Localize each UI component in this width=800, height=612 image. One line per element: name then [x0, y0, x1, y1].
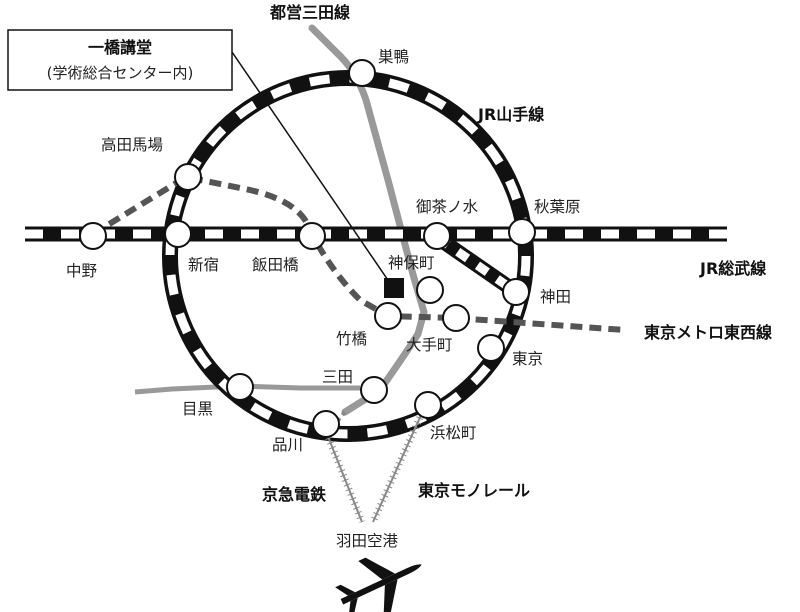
- label-mita-line: 都営三田線: [269, 3, 350, 22]
- label-hamamatsucho: 浜松町: [430, 424, 477, 442]
- station-nakano: [79, 222, 107, 250]
- label-monorail-line: 東京モノレール: [418, 481, 530, 500]
- station-otemachi: [442, 304, 470, 332]
- station-hamamatsucho: [414, 391, 442, 419]
- label-tokyo: 東京: [512, 350, 543, 368]
- label-takadanobaba: 高田馬場: [101, 136, 163, 154]
- station-shinjuku: [164, 220, 192, 248]
- label-nakano: 中野: [66, 262, 98, 280]
- station-sugamo: [348, 59, 376, 87]
- label-kanda: 神田: [540, 288, 571, 306]
- callout-leader: [231, 51, 393, 287]
- station-takadanobaba: [174, 163, 202, 191]
- label-shinagawa: 品川: [272, 436, 303, 454]
- station-jimbocho: [416, 276, 444, 304]
- keikyu-line: [322, 423, 363, 523]
- label-sobu-line: JR総武線: [699, 259, 766, 278]
- station-takebashi: [374, 302, 402, 330]
- airplane-icon: [335, 557, 422, 612]
- label-sugamo: 巣鴨: [378, 48, 409, 66]
- label-haneda: 羽田空港: [336, 532, 399, 550]
- label-tozai-line: 東京メトロ東西線: [644, 323, 772, 342]
- station-kanda: [502, 278, 530, 306]
- label-jimbocho: 神保町: [388, 254, 435, 272]
- label-keikyu-line: 京急電鉄: [262, 485, 326, 504]
- station-ochanomizu: [423, 222, 451, 250]
- station-tokyo: [477, 334, 505, 362]
- station-shinagawa: [312, 410, 340, 438]
- monorail-line: [372, 403, 427, 523]
- callout-title: 一橋講堂: [88, 38, 152, 57]
- mita-line: [308, 24, 428, 416]
- label-yamanote-line: JR山手線: [477, 105, 544, 124]
- label-takebashi: 竹橋: [336, 330, 368, 348]
- station-akihabara: [508, 218, 536, 246]
- station-mita: [360, 376, 388, 404]
- label-akihabara: 秋葉原: [534, 198, 581, 216]
- label-otemachi: 大手町: [406, 336, 453, 354]
- station-meguro: [226, 373, 254, 401]
- label-meguro: 目黒: [182, 400, 213, 418]
- label-iidabashi: 飯田橋: [252, 256, 299, 274]
- label-mita: 三田: [322, 368, 353, 386]
- label-ochanomizu: 御茶ノ水: [416, 198, 479, 216]
- callout-subtitle: (学術総合センター内): [47, 64, 194, 82]
- label-shinjuku: 新宿: [188, 256, 219, 274]
- station-iidabashi: [298, 222, 326, 250]
- callout-box: [7, 29, 233, 91]
- venue-marker-icon: [384, 278, 404, 298]
